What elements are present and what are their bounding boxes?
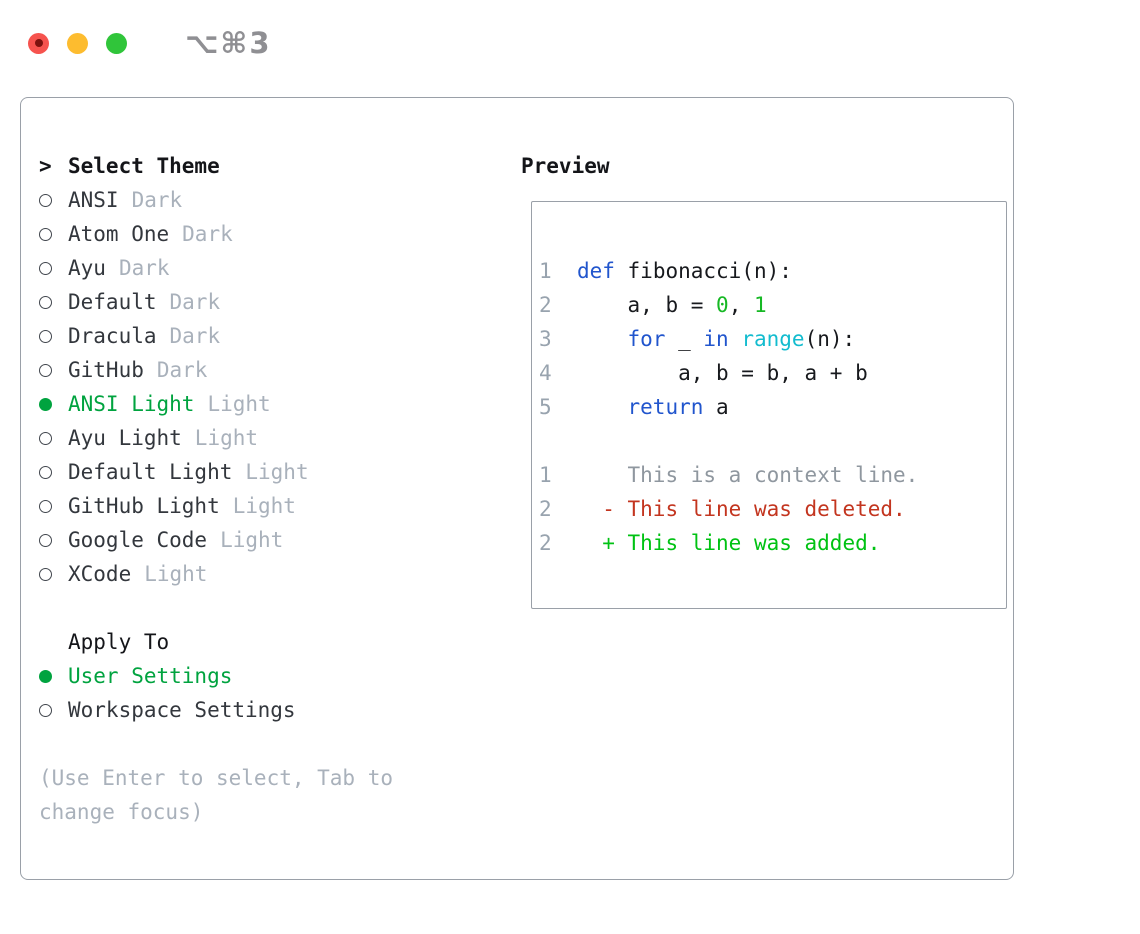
apply-to-title: Apply To [68, 630, 170, 654]
caret-icon: > [39, 154, 52, 178]
radio-unselected-icon [39, 193, 52, 207]
close-button-indicator [34, 39, 43, 47]
theme-option-ayu-light[interactable]: Ayu Light Light [39, 421, 393, 455]
preview-box: 1 def fibonacci(n): 2 a, b = 0, 1 3 for … [531, 201, 1007, 609]
theme-option-atom-one-dark[interactable]: Atom One Dark [39, 217, 393, 251]
radio-unselected-icon [39, 431, 52, 445]
code-line-4: 4 a, b = b, a + b [539, 361, 868, 385]
select-theme-title: Select Theme [68, 154, 220, 178]
window-title: ⌥⌘3 [185, 26, 272, 60]
radio-unselected-icon [39, 363, 52, 377]
diff-added-line: 2 + This line was added. [539, 531, 881, 555]
apply-to-header: Apply To [39, 625, 393, 659]
select-theme-header: > Select Theme [39, 149, 393, 183]
radio-unselected-icon [39, 499, 52, 513]
theme-option-default-light[interactable]: Default Light Light [39, 455, 393, 489]
apply-option-user-settings[interactable]: User Settings [39, 659, 393, 693]
theme-option-ansi-dark[interactable]: ANSI Dark [39, 183, 393, 217]
theme-list: > Select Theme ANSI Dark Atom One Dark A… [39, 149, 393, 829]
radio-unselected-icon [39, 227, 52, 241]
close-button[interactable] [28, 32, 49, 54]
radio-unselected-icon [39, 465, 52, 479]
theme-option-google-code[interactable]: Google Code Light [39, 523, 393, 557]
theme-option-github-light[interactable]: GitHub Light Light [39, 489, 393, 523]
theme-option-default-dark[interactable]: Default Dark [39, 285, 393, 319]
help-text: (Use Enter to select, Tab to change focu… [39, 766, 394, 824]
apply-option-workspace-settings[interactable]: Workspace Settings [39, 693, 393, 727]
radio-unselected-icon [39, 295, 52, 309]
radio-unselected-icon [39, 703, 52, 717]
code-line-2: 2 a, b = 0, 1 [539, 293, 767, 317]
code-line-3: 3 for _ in range(n): [539, 327, 856, 351]
radio-selected-icon [39, 397, 52, 411]
radio-unselected-icon [39, 329, 52, 343]
theme-option-github-dark[interactable]: GitHub Dark [39, 353, 393, 387]
code-line-1: 1 def fibonacci(n): [539, 259, 792, 283]
spacer [39, 591, 393, 625]
preview-title: Preview [521, 154, 610, 178]
preview-section: Preview 1 def fibonacci(n): 2 a, b = 0, … [501, 149, 1007, 609]
theme-option-ansi-light[interactable]: ANSI Light Light [39, 387, 393, 421]
radio-selected-icon [39, 669, 52, 683]
spacer [39, 727, 393, 761]
theme-option-ayu-dark[interactable]: Ayu Dark [39, 251, 393, 285]
code-line-5: 5 return a [539, 395, 729, 419]
diff-context-line: 1 This is a context line. [539, 463, 919, 487]
theme-selector-panel: > Select Theme ANSI Dark Atom One Dark A… [20, 97, 1014, 880]
theme-option-dracula-dark[interactable]: Dracula Dark [39, 319, 393, 353]
zoom-button[interactable] [106, 32, 127, 54]
preview-blank-line [539, 424, 1006, 458]
radio-unselected-icon [39, 261, 52, 275]
radio-unselected-icon [39, 533, 52, 547]
theme-option-xcode[interactable]: XCode Light [39, 557, 393, 591]
titlebar: ⌥⌘3 [28, 26, 272, 60]
radio-unselected-icon [39, 567, 52, 581]
diff-deleted-line: 2 - This line was deleted. [539, 497, 906, 521]
minimize-button[interactable] [67, 32, 88, 54]
